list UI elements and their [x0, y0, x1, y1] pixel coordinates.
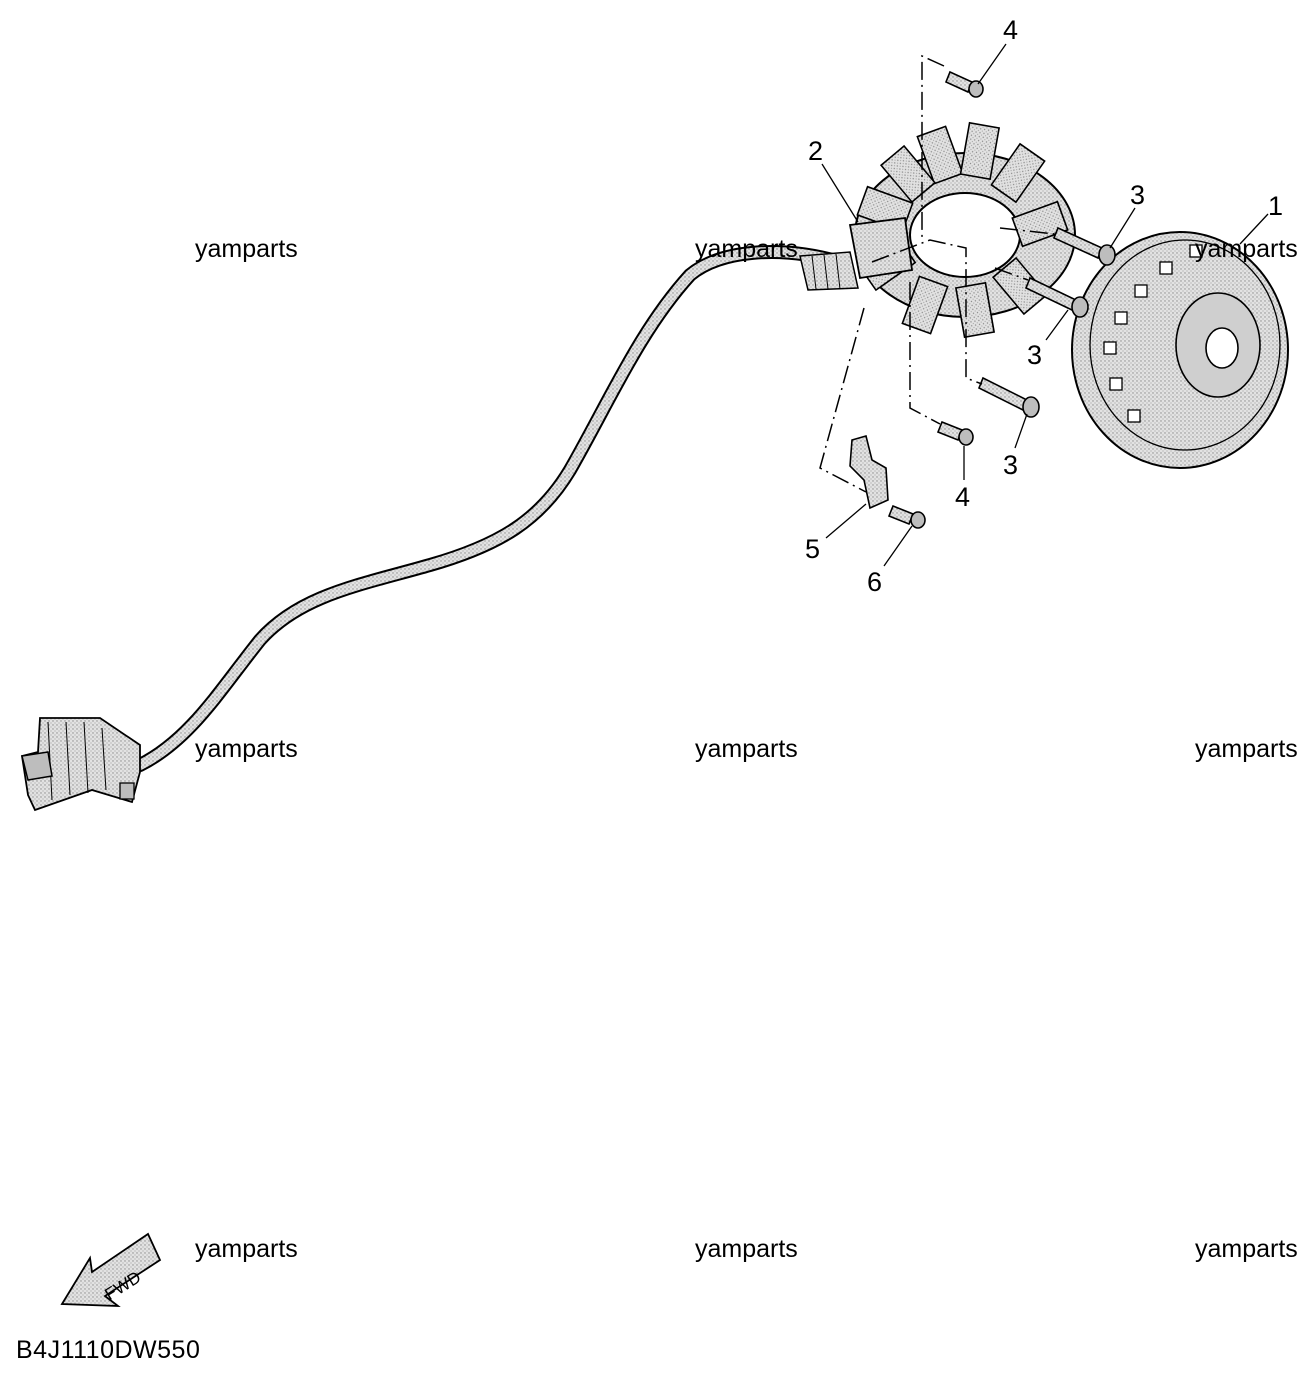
assembly-lines: [819, 54, 1056, 493]
callout-2: 2: [808, 136, 824, 166]
callout-3-lower: 3: [1003, 450, 1019, 480]
watermark: yamparts: [1195, 1235, 1298, 1263]
harness-connector: [20, 717, 141, 812]
watermark: yamparts: [1195, 235, 1298, 263]
callout-1: 1: [1268, 191, 1284, 221]
watermark: yamparts: [695, 235, 798, 263]
clamp: [849, 435, 889, 510]
diagram-code: B4J1110DW550: [16, 1336, 201, 1364]
leader-lines: [821, 43, 1269, 567]
watermark: yamparts: [695, 735, 798, 763]
screw-3-lower: [977, 376, 1040, 418]
watermark: yamparts: [195, 1235, 298, 1263]
screw-3-upper: [1052, 226, 1116, 266]
fwd-arrow-icon: FWD: [60, 1232, 162, 1307]
callout-4-upper: 4: [1003, 15, 1019, 45]
watermark: yamparts: [195, 735, 298, 763]
screw-3-middle: [1024, 276, 1089, 318]
callout-4-lower: 4: [955, 482, 971, 512]
stator-assembly: [848, 121, 1076, 339]
callout-6: 6: [867, 567, 883, 597]
watermark: yamparts: [195, 235, 298, 263]
watermark: yamparts: [695, 1235, 798, 1263]
clamp-screw: [887, 504, 926, 529]
flywheel-rotor: [1071, 231, 1289, 469]
screw-4-lower: [936, 420, 974, 446]
callout-3-upper: 3: [1130, 180, 1146, 210]
callout-5: 5: [805, 534, 821, 564]
screw-4-upper: [944, 70, 984, 98]
wire-harness: [133, 245, 859, 772]
watermark: yamparts: [1195, 735, 1298, 763]
callout-3-middle: 3: [1027, 340, 1043, 370]
